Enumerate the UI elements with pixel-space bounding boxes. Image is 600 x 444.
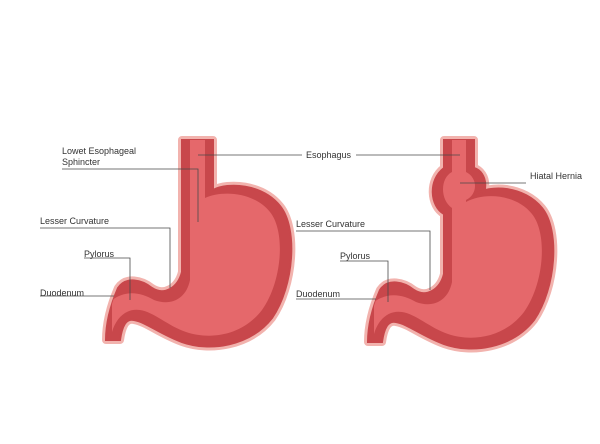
label-hiatal-hernia: Hiatal Hernia (530, 171, 583, 181)
label-esophagus: Esophagus (306, 150, 352, 160)
label-les: Lowet Esophageal Sphincter (62, 146, 136, 168)
leader-les (62, 168, 199, 222)
leader-pylorus-left (84, 257, 131, 300)
normal-stomach-illustration (106, 140, 291, 347)
leader-lesser-curvature-left (40, 227, 171, 288)
hernia-stomach-lumen (374, 140, 542, 338)
label-les-line-1: Lowet Esophageal (62, 146, 137, 156)
label-duodenum-right: Duodenum (296, 289, 341, 299)
leader-lines (40, 154, 526, 302)
label-duodenum-left: Duodenum (40, 288, 85, 298)
leader-lesser-curvature-right (296, 230, 431, 290)
leader-pylorus-right (340, 260, 389, 302)
normal-stomach-lumen (112, 140, 280, 336)
label-pylorus-left: Pylorus (84, 249, 115, 259)
label-pylorus-right: Pylorus (340, 251, 371, 261)
hernia-stomach-illustration (368, 140, 553, 349)
label-les-line-2: Sphincter (62, 157, 101, 167)
label-lesser-curvature-left: Lesser Curvature (40, 216, 110, 226)
label-lesser-curvature-right: Lesser Curvature (296, 219, 366, 229)
